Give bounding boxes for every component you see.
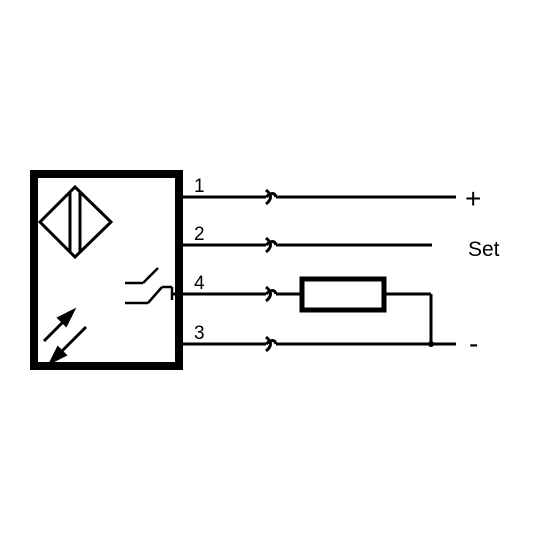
light-arrows-icon [42,307,88,366]
pin-number-3: 3 [194,323,205,344]
set-label: Set [468,238,500,261]
pin-number-2: 2 [194,224,205,245]
pin-number-4: 4 [194,273,205,294]
connector-icon [265,188,272,353]
pin-number-1: 1 [194,176,205,197]
plus-label: + [465,183,481,214]
pin-wires [172,192,456,346]
junction-dot [428,341,434,347]
diamond-sensor-icon [37,184,114,260]
switch-contact-icon [125,267,174,305]
load-resistor-icon [299,276,387,313]
sensor-housing [30,170,183,370]
minus-label: - [469,328,478,359]
